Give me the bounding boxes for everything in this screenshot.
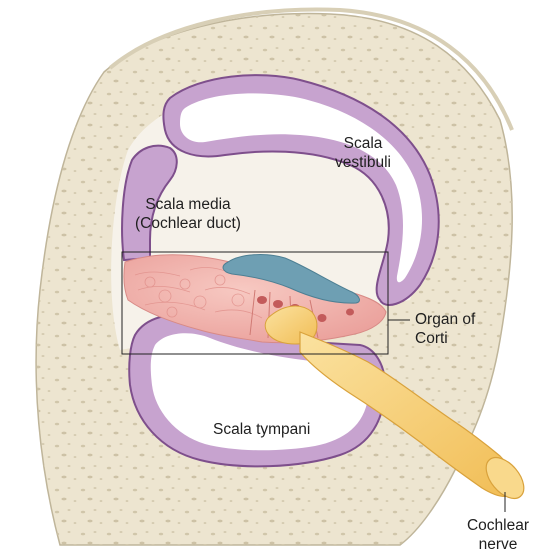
label-scala-vestibuli-line2: vestibuli	[326, 153, 400, 172]
label-organ-of-corti-line2: Corti	[415, 329, 475, 348]
label-scala-vestibuli-line1: Scala	[326, 134, 400, 153]
label-cochlear-nerve-line2: nerve	[458, 535, 536, 554]
label-scala-tympani: Scala tympani	[213, 420, 310, 439]
label-cochlear-nerve: Cochlear nerve	[458, 516, 536, 554]
label-scala-vestibuli: Scala vestibuli	[326, 134, 400, 172]
label-scala-media-line2: (Cochlear duct)	[124, 214, 252, 233]
label-scala-media-line1: Scala media	[124, 195, 252, 214]
label-organ-of-corti: Organ of Corti	[415, 310, 475, 348]
label-organ-of-corti-line1: Organ of	[415, 310, 475, 329]
label-scala-media: Scala media (Cochlear duct)	[124, 195, 252, 233]
label-cochlear-nerve-line1: Cochlear	[458, 516, 536, 535]
